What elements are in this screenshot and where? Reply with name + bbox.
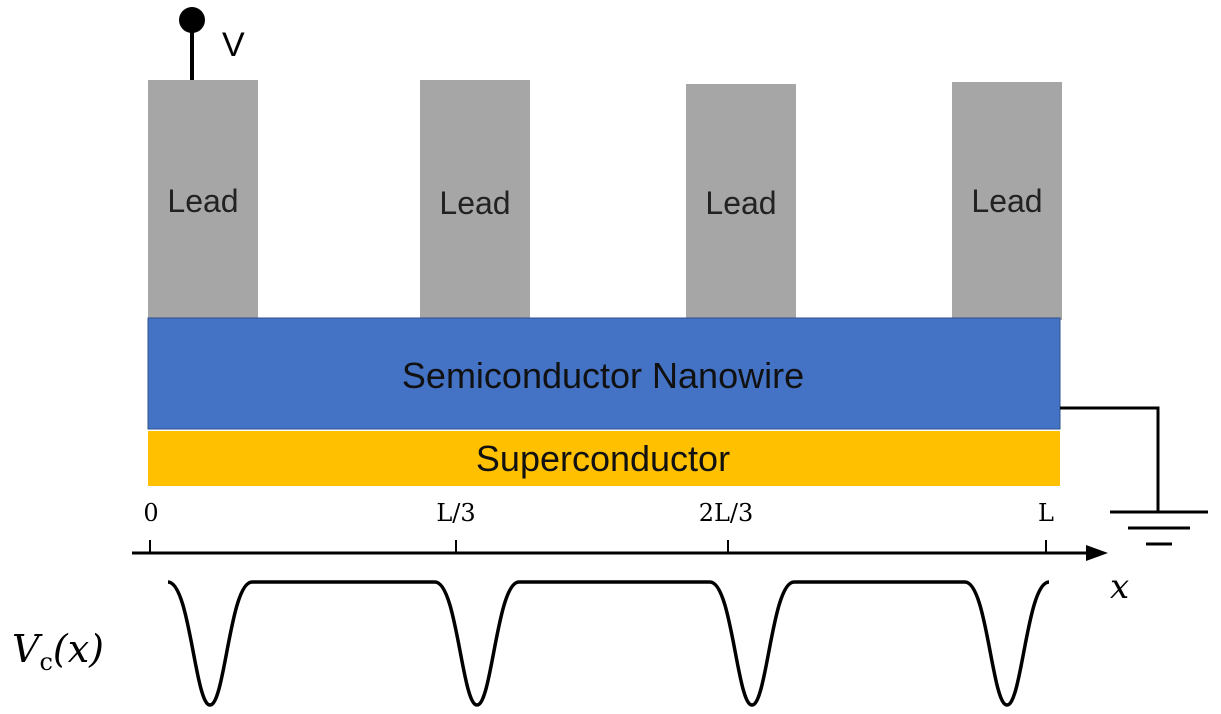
lead-4-body xyxy=(952,82,1062,320)
lead-2-label: Lead xyxy=(439,185,510,221)
tick-label-l: L xyxy=(1038,499,1054,527)
superconductor-body xyxy=(148,431,1060,486)
superconductor-label: Superconductor xyxy=(476,438,730,479)
nanowire-body xyxy=(147,317,1061,430)
potential-label: Vc(x) xyxy=(12,627,104,676)
potential-label-main: V xyxy=(12,627,43,671)
lead-1: Lead xyxy=(148,80,258,320)
lead-1-label: Lead xyxy=(167,183,238,219)
tick-label-0: 0 xyxy=(143,499,158,527)
nanowire-label: Semiconductor Nanowire xyxy=(402,355,804,396)
voltage-label: V xyxy=(222,26,245,64)
lead-3: Lead xyxy=(686,84,796,320)
axis-arrow-icon xyxy=(132,545,1108,561)
potential-label-arg: (x) xyxy=(53,627,104,671)
voltage-terminal-icon xyxy=(179,7,205,80)
lead-2: Lead xyxy=(420,80,530,320)
lead-4-label: Lead xyxy=(971,183,1042,219)
lead-4: Lead xyxy=(952,82,1062,320)
lead-3-body xyxy=(686,84,796,320)
lead-2-body xyxy=(420,80,530,320)
potential-label-sub: c xyxy=(39,648,52,676)
potential-curve xyxy=(167,580,1050,707)
axis-variable-label: x xyxy=(1110,567,1129,607)
tick-label-l-3: L/3 xyxy=(436,499,475,527)
lead-3-label: Lead xyxy=(705,185,776,221)
lead-1-body xyxy=(148,80,258,320)
ground-icon xyxy=(1060,406,1208,546)
tick-label-2l-3: 2L/3 xyxy=(699,499,754,527)
